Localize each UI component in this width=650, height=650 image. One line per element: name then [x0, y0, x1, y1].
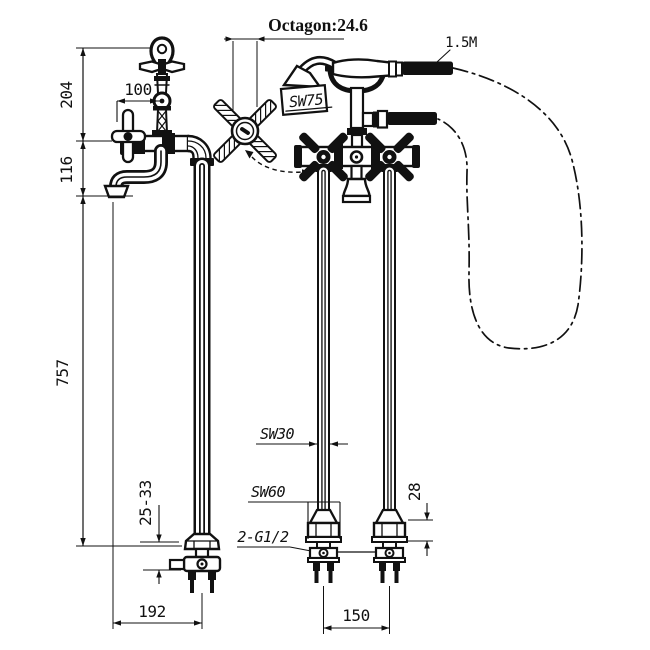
front-view: 1.5M SW75 — [237, 35, 583, 634]
dim-28-label: 28 — [405, 483, 424, 501]
dim-25-33: 25-33 — [136, 480, 181, 584]
side-dimensions: 204 116 757 100 25-33 — [53, 47, 203, 629]
dim-sw60: SW60 — [248, 483, 341, 539]
side-top-handle — [138, 59, 186, 74]
hand-shower-head — [281, 64, 323, 89]
handset-wrench-label: SW75 — [288, 90, 324, 111]
dim-sw60-label: SW60 — [251, 483, 286, 501]
side-floor-base — [168, 532, 222, 593]
front-left-base — [305, 508, 342, 583]
octagon-detail-label: Octagon:24.6 — [268, 15, 368, 35]
dim-100: 100 — [116, 80, 160, 122]
side-spout — [103, 144, 168, 199]
dim-204: 204 — [57, 81, 76, 108]
dim-192: 192 — [112, 202, 203, 629]
dim-757: 757 — [53, 359, 72, 386]
dim-sw30-label: SW30 — [260, 425, 295, 443]
dim-116: 116 — [57, 156, 76, 183]
dim-150: 150 — [323, 586, 390, 634]
dim-192-label: 192 — [138, 602, 165, 621]
front-dimensions: SW30 SW60 2-G1/2 28 — [237, 425, 433, 634]
hose-end-upper — [402, 61, 453, 75]
dim-sw30: SW30 — [256, 425, 348, 447]
hand-shower-grip — [331, 58, 392, 79]
handle-detail: Octagon:24.6 — [213, 15, 368, 175]
hose-end-lower — [387, 112, 437, 125]
cross-handle-detail — [213, 99, 277, 163]
dim-thread-label: 2-G1/2 — [237, 528, 289, 546]
front-right-handle — [365, 132, 414, 182]
dim-28: 28 — [405, 483, 433, 556]
dim-arrows-vertical — [80, 48, 86, 546]
dim-thread: 2-G1/2 — [237, 528, 312, 552]
front-riser — [347, 86, 437, 149]
hose-length-label: 1.5M — [445, 35, 477, 51]
handset-face-tag: SW75 — [279, 83, 333, 117]
dim-150-label: 150 — [342, 606, 369, 625]
hose-length-callout: 1.5M — [436, 35, 477, 63]
front-spout-bell — [341, 164, 372, 204]
hand-shower: SW75 — [279, 55, 453, 117]
side-view: 204 116 757 100 25-33 — [53, 36, 222, 629]
side-cross-handle — [110, 108, 147, 164]
dim-100-label: 100 — [124, 80, 151, 99]
dim-25-33-label: 25-33 — [136, 480, 155, 526]
shower-hose-loop — [437, 67, 583, 350]
front-standpipes — [315, 164, 398, 517]
front-left-handle — [299, 132, 348, 182]
front-right-base — [371, 508, 408, 583]
side-riser-stem — [152, 73, 172, 136]
